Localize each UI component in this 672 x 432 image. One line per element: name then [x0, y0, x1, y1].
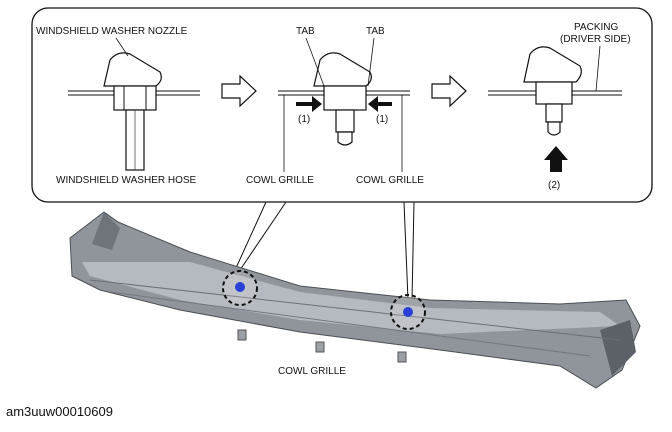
label-step1-right: (1) — [376, 114, 388, 125]
label-step1-left: (1) — [298, 114, 310, 125]
nozzle-location-left — [222, 270, 258, 306]
label-step2: (2) — [548, 180, 560, 191]
callout-pointer-left — [239, 201, 287, 271]
press-arrow-right — [368, 96, 392, 112]
step-arrow-2 — [431, 74, 467, 108]
label-cowl-right: COWL GRILLE — [356, 175, 424, 186]
callout-pointer-right — [403, 201, 409, 301]
panel-1-nozzle-installed — [68, 52, 200, 171]
label-packing: PACKING — [574, 22, 618, 33]
panel-3-push-out — [488, 46, 622, 172]
label-packing-side: (DRIVER SIDE) — [560, 34, 631, 45]
callout-pointer-right-2 — [411, 201, 415, 301]
label-hose: WINDSHIELD WASHER HOSE — [56, 175, 197, 186]
step-arrow-1 — [221, 74, 257, 108]
label-tab-left: TAB — [296, 26, 315, 37]
image-code: am3uuw00010609 — [6, 404, 113, 419]
label-cowl-left: COWL GRILLE — [246, 175, 314, 186]
press-arrow-left — [296, 96, 322, 112]
nozzle-location-right — [390, 294, 426, 330]
callout-pointer-left-2 — [235, 201, 267, 269]
label-nozzle: WINDSHIELD WASHER NOZZLE — [36, 26, 188, 37]
label-tab-right: TAB — [366, 26, 385, 37]
push-arrow-up — [544, 146, 568, 172]
panel-2-press-tabs — [278, 52, 410, 146]
label-cowl-grille-main: COWL GRILLE — [278, 366, 346, 377]
cowl-grille-panel — [69, 211, 641, 389]
